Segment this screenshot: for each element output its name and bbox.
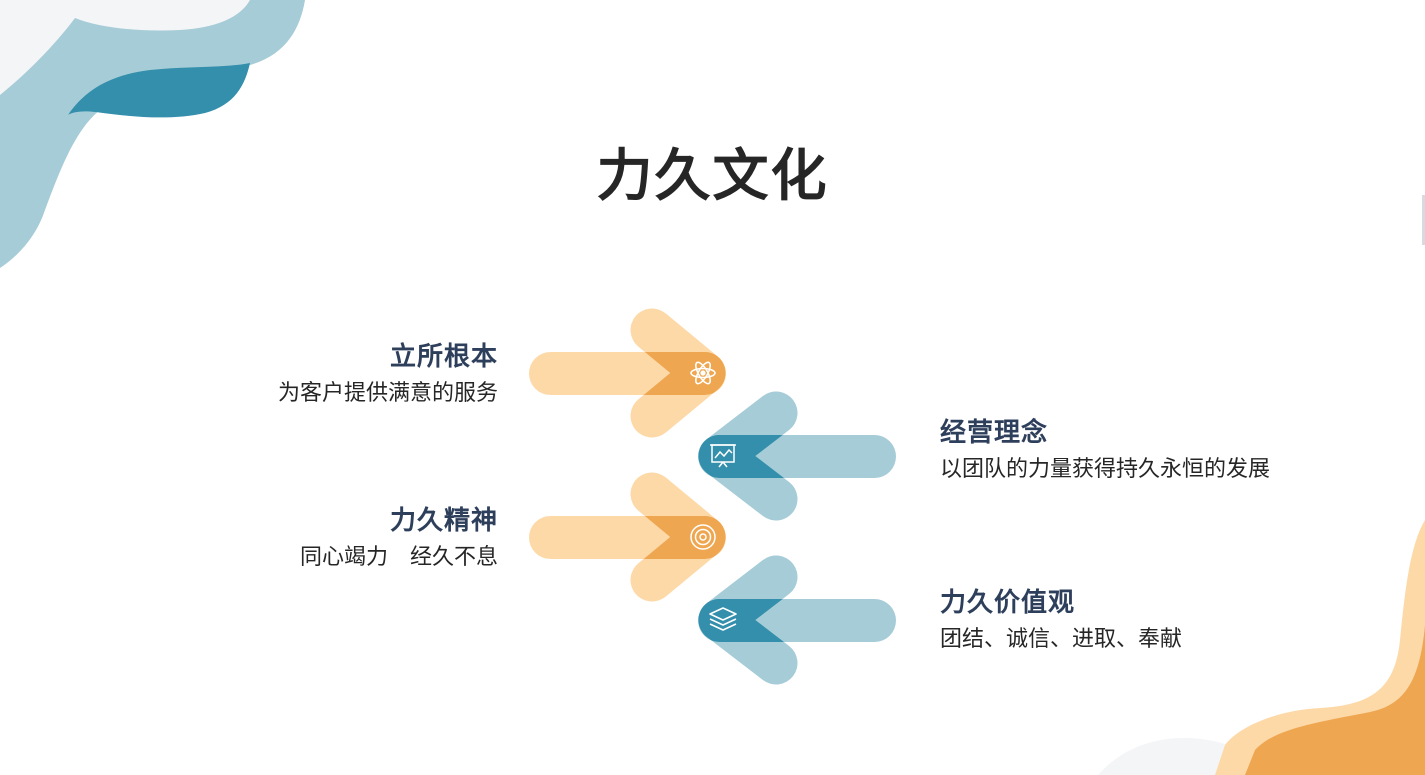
target-icon — [690, 524, 716, 550]
item-2-description: 以团队的力量获得持久永恒的发展 — [940, 457, 1271, 483]
item-3-block: 力久精神 同心竭力 经久不息 — [138, 506, 498, 572]
item-2-heading: 经营理念 — [940, 418, 1049, 448]
top-left-dark-blue-wave — [68, 63, 250, 118]
item-3-description: 同心竭力 经久不息 — [299, 545, 498, 571]
presentation-board-icon — [710, 444, 736, 468]
item-4-description: 团结、诚信、进取、奉献 — [940, 627, 1183, 653]
arrow-3-orange — [529, 472, 726, 602]
item-3-heading: 力久精神 — [389, 506, 498, 536]
top-left-grey-inner-wave — [75, 0, 250, 31]
item-1-heading: 立所根本 — [389, 342, 498, 372]
item-1-description: 为客户提供满意的服务 — [277, 381, 498, 407]
page-title: 力久文化 — [596, 143, 829, 209]
item-1-block: 立所根本 为客户提供满意的服务 — [138, 342, 498, 408]
atom-icon — [690, 361, 716, 385]
arrow-1-orange — [529, 308, 726, 438]
bottom-right-light-orange-wave — [1215, 520, 1425, 775]
bottom-right-dark-orange-wave — [1245, 625, 1425, 775]
layers-icon — [709, 607, 737, 631]
item-4-heading: 力久价值观 — [940, 588, 1076, 618]
arrow-4-blue — [698, 555, 896, 685]
item-2-block: 经营理念 以团队的力量获得持久永恒的发展 — [940, 418, 1340, 484]
arrow-2-blue — [698, 391, 896, 521]
item-4-block: 力久价值观 团结、诚信、进取、奉献 — [940, 588, 1340, 654]
right-edge-line — [1422, 195, 1425, 245]
